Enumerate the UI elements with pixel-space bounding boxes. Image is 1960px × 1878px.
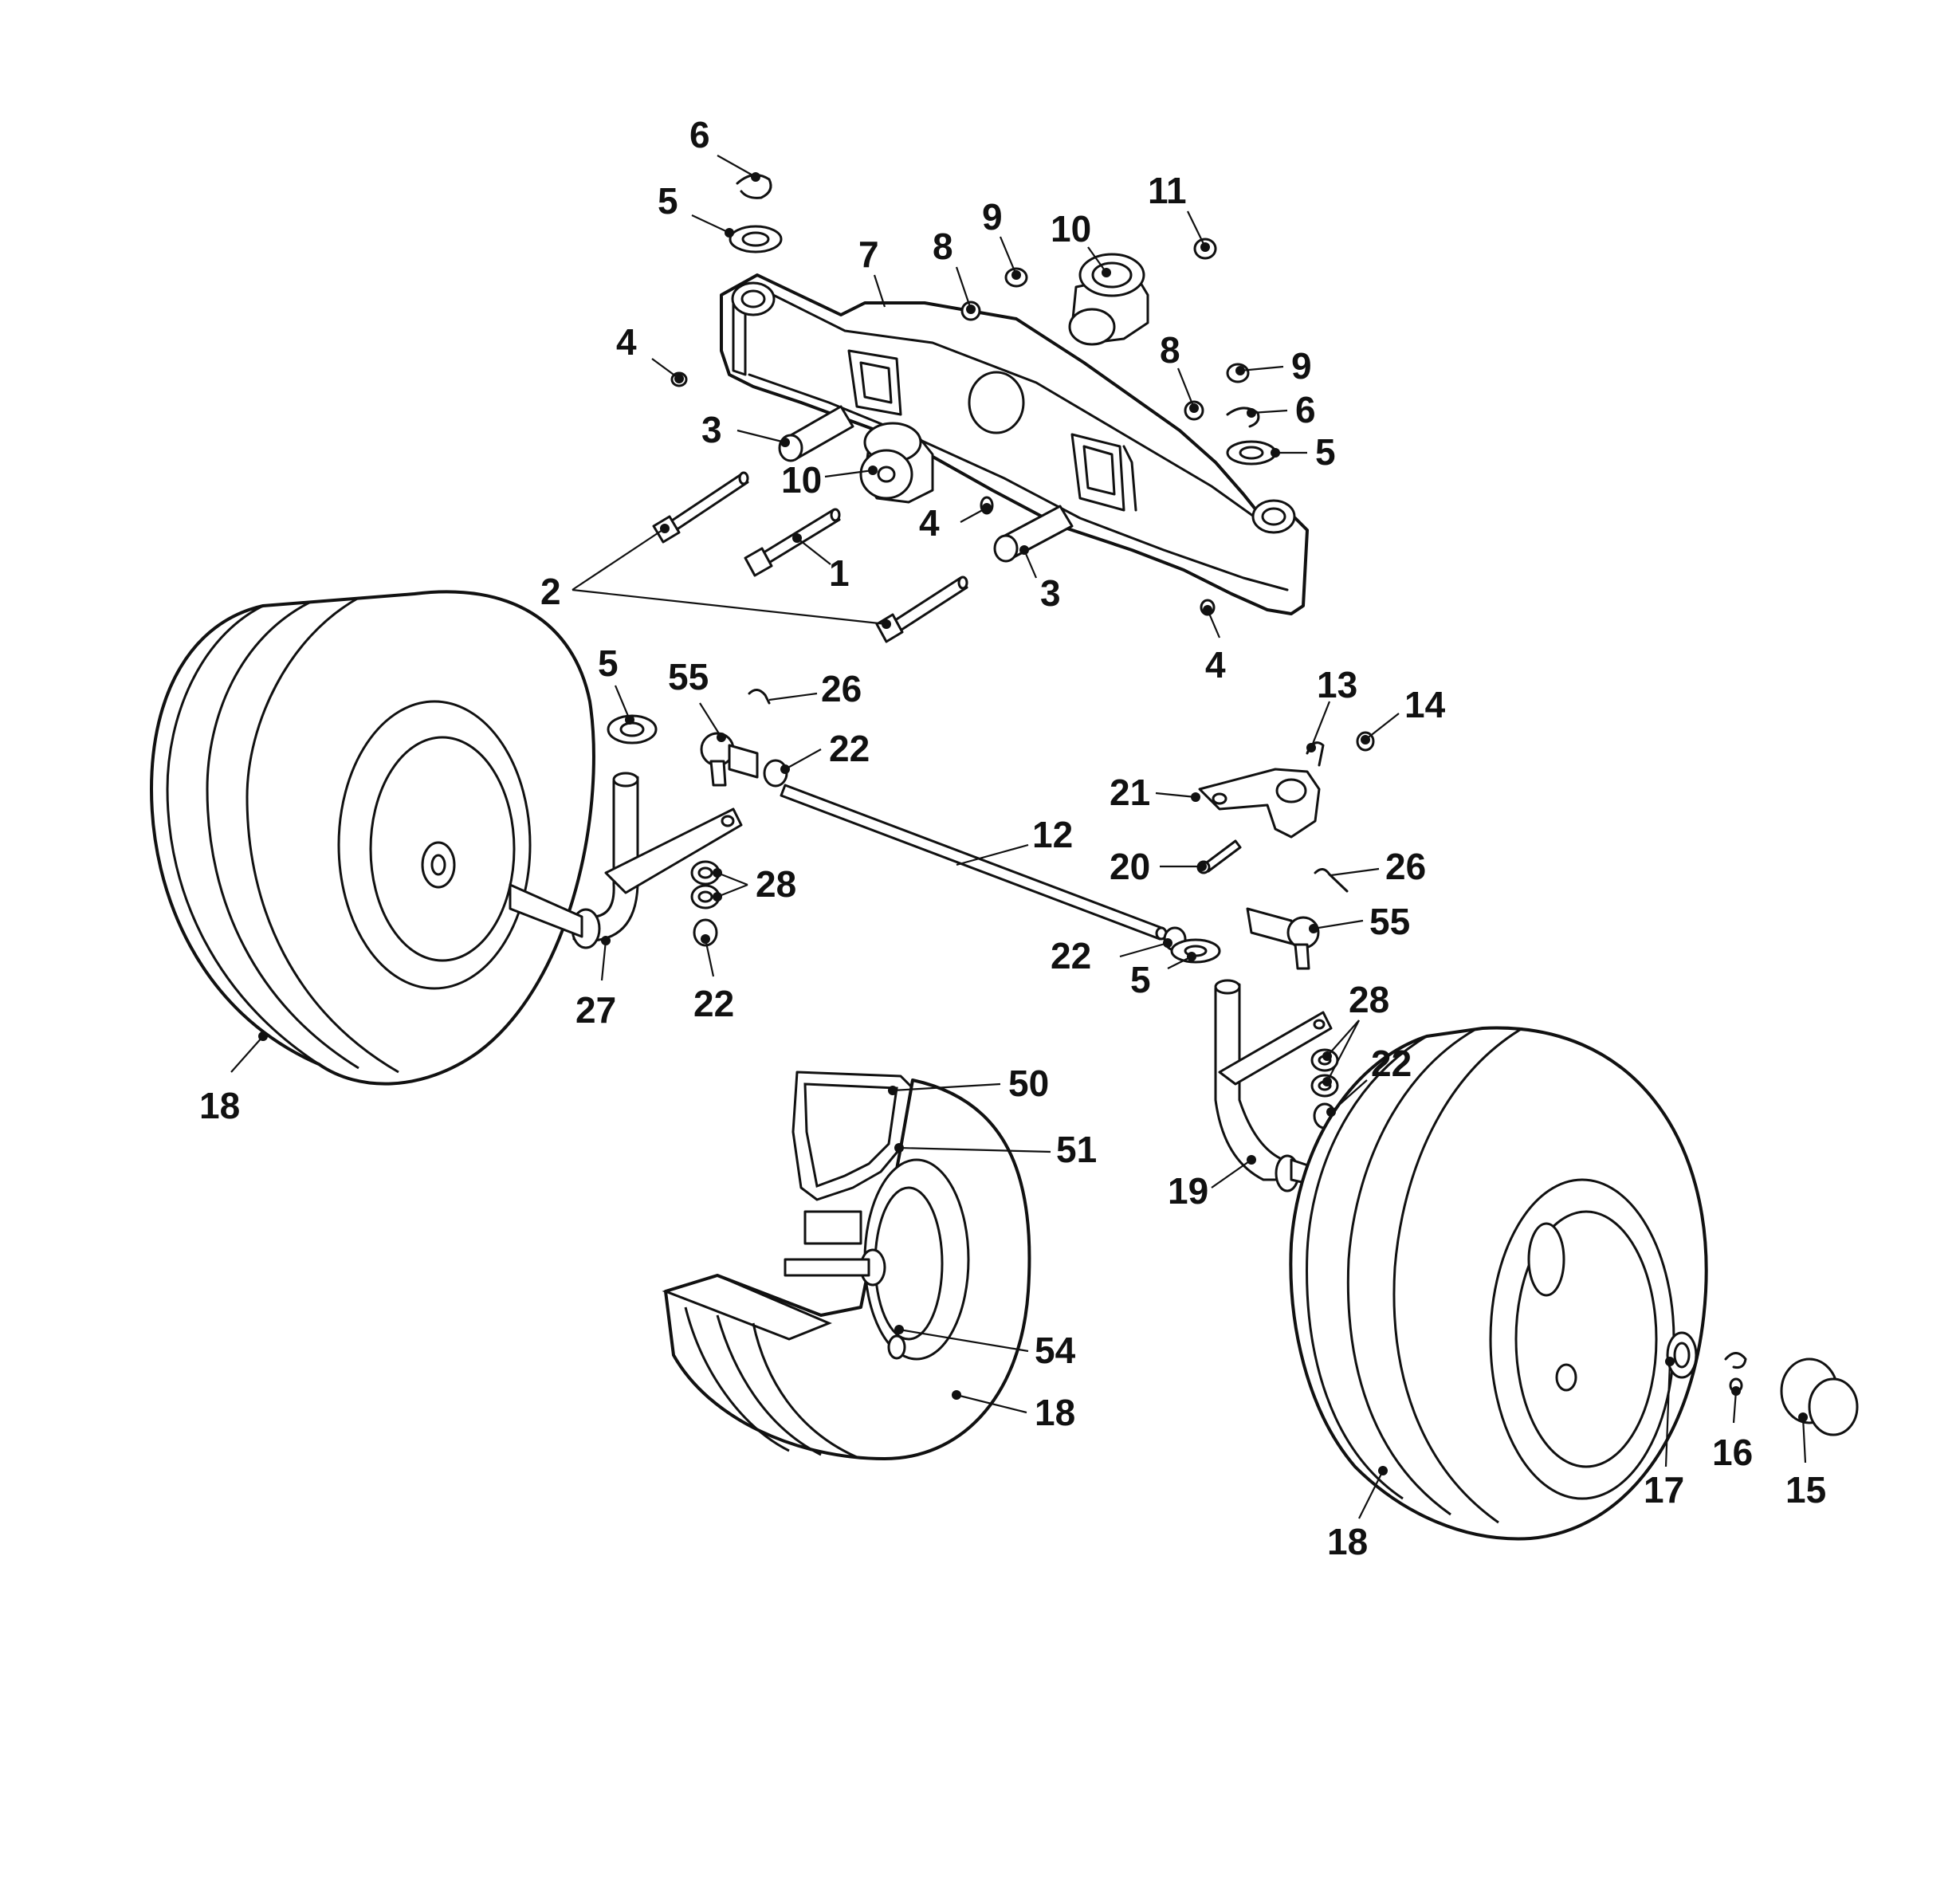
spindle-27-left [509, 772, 743, 949]
callout-50: 50 [1008, 1063, 1049, 1104]
callout-4-center: 4 [919, 502, 940, 544]
callout-55-left: 55 [668, 656, 709, 697]
washer-5-top [729, 225, 783, 253]
washer-5-spindle-right [1170, 938, 1221, 964]
callout-5-top: 5 [658, 180, 678, 222]
pivot-pin-right [993, 505, 1074, 563]
ball-joint-55-right [1246, 907, 1320, 970]
pivot-pin-left [778, 405, 854, 462]
callout-4-left: 4 [616, 321, 637, 363]
tire-18-right [1289, 1026, 1708, 1541]
tire-18-left [150, 590, 595, 1086]
callout-22-right: 22 [1371, 1043, 1412, 1084]
washer-17 [1666, 1331, 1698, 1379]
bolt-1 [744, 508, 841, 577]
callout-17: 17 [1644, 1469, 1684, 1511]
clip-26-left [748, 689, 771, 705]
callout-26-right: 26 [1385, 846, 1426, 887]
callout-27: 27 [575, 989, 616, 1031]
hub-cap-15 [1780, 1357, 1859, 1436]
callout-28-left: 28 [756, 863, 796, 905]
callout-54: 54 [1035, 1330, 1076, 1371]
washer-5-spindle-left [607, 714, 658, 745]
callout-22-drag-link: 22 [829, 728, 870, 769]
callout-21: 21 [1110, 772, 1150, 813]
callout-10-lower: 10 [781, 459, 822, 501]
drag-link-12 [780, 784, 1168, 941]
steering-arm-21 [1198, 768, 1321, 839]
callout-9-top: 9 [982, 196, 1003, 238]
callout-18-center: 18 [1035, 1392, 1075, 1433]
callout-12: 12 [1032, 814, 1073, 855]
callout-2: 2 [540, 571, 561, 612]
callout-20: 20 [1110, 846, 1150, 887]
callout-22-center: 22 [1051, 935, 1091, 976]
clip-16 [1724, 1352, 1747, 1393]
callout-6-right: 6 [1295, 389, 1316, 430]
callout-13: 13 [1317, 664, 1357, 705]
callout-5-right: 5 [1315, 431, 1336, 473]
clip-26-right [1314, 868, 1349, 893]
callout-51: 51 [1056, 1129, 1097, 1170]
callout-10-top: 10 [1051, 208, 1091, 249]
callout-8-left: 8 [933, 226, 953, 267]
inner-tube-50 [791, 1071, 914, 1201]
bushing-lower [859, 422, 934, 504]
callout-3-right: 3 [1040, 572, 1061, 614]
callout-11: 11 [1148, 170, 1187, 211]
callout-22-left: 22 [693, 983, 734, 1024]
callout-5-center: 5 [1130, 959, 1151, 1000]
bolt-2-lower [875, 576, 968, 643]
callout-1: 1 [829, 552, 850, 594]
callout-19: 19 [1168, 1170, 1208, 1212]
callout-16: 16 [1712, 1432, 1753, 1473]
callout-5-left-spindle: 5 [598, 642, 619, 684]
callout-28-right: 28 [1349, 979, 1389, 1020]
washer-28-left [690, 860, 721, 910]
tire-18-center [662, 1078, 1031, 1460]
ball-joint-55-left [700, 732, 759, 787]
nut-22-left [693, 918, 718, 947]
callout-8-right: 8 [1160, 329, 1180, 371]
leader-lines [230, 155, 1808, 1519]
callout-15: 15 [1785, 1469, 1826, 1511]
front-axle-beam [720, 273, 1309, 615]
callout-55-right: 55 [1369, 901, 1410, 942]
callout-18-right: 18 [1327, 1521, 1368, 1562]
callout-labels: 6 5 9 10 11 8 7 4 8 9 6 5 3 10 4 2 1 3 4… [199, 114, 1826, 1562]
callout-6-top: 6 [689, 114, 710, 155]
bushing-upper [1068, 253, 1149, 346]
callout-9-right: 9 [1291, 345, 1312, 387]
callout-3-left: 3 [701, 409, 722, 450]
valve-54 [887, 1334, 906, 1360]
washer-5-right [1226, 440, 1277, 466]
callout-4-lower: 4 [1205, 644, 1226, 686]
callout-7: 7 [858, 234, 879, 275]
callout-18-left: 18 [199, 1085, 240, 1126]
callout-26-left: 26 [821, 668, 862, 709]
callout-14: 14 [1404, 684, 1446, 725]
